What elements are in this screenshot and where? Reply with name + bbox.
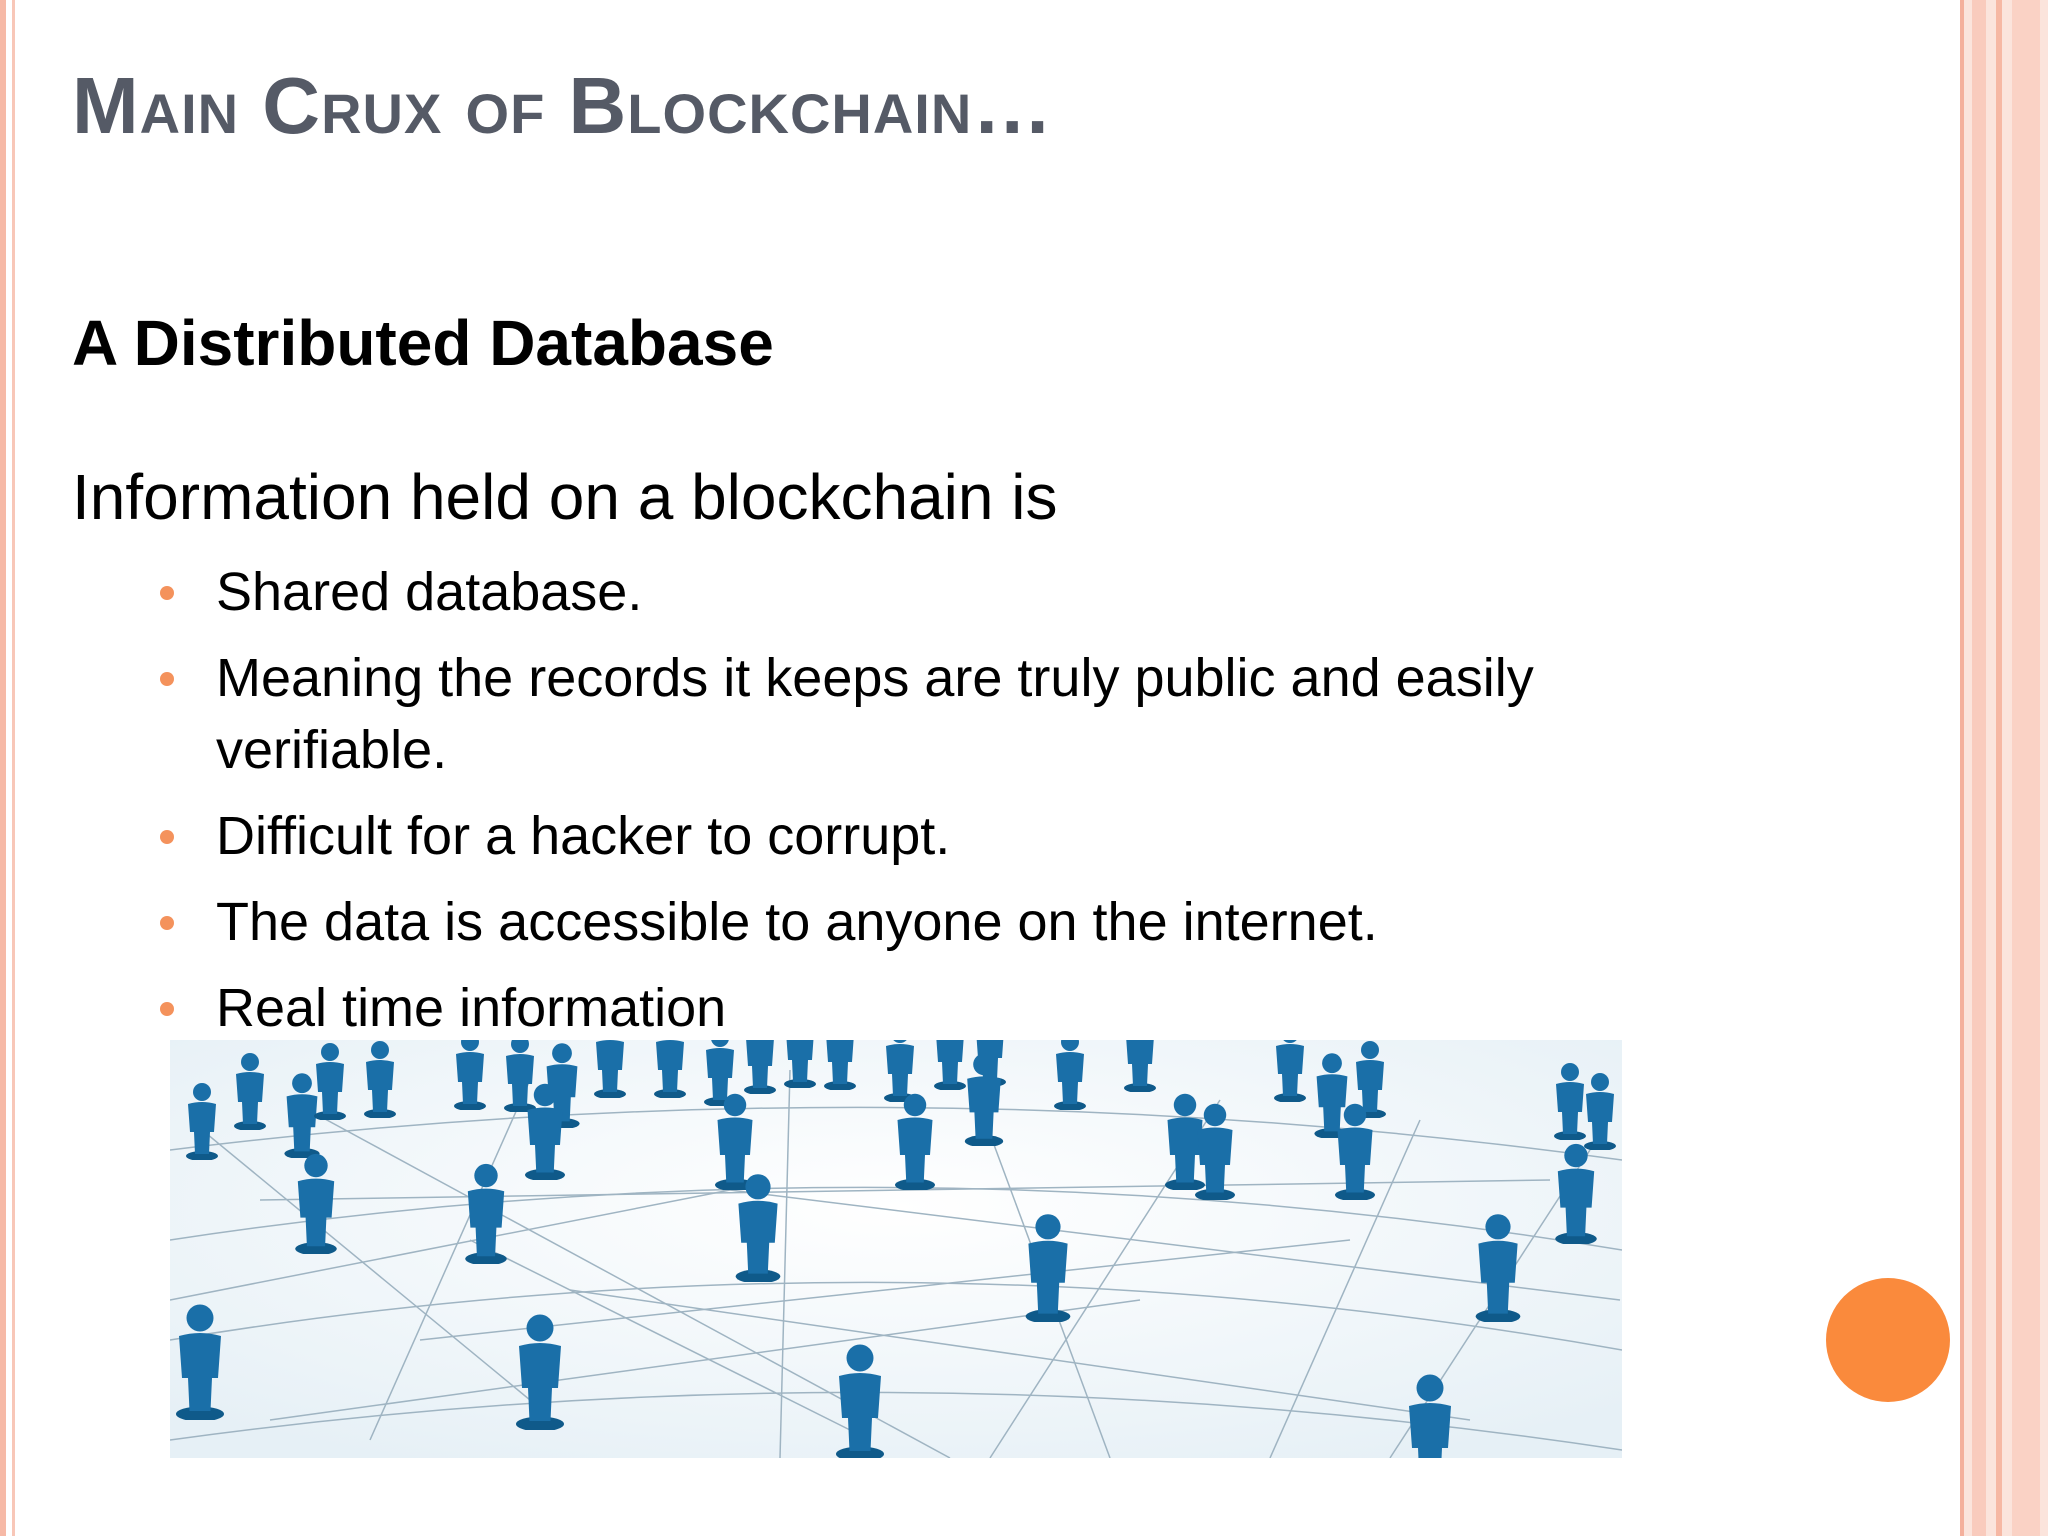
intro-text: Information held on a blockchain is bbox=[72, 461, 1058, 533]
bullet-text: The data is accessible to anyone on the … bbox=[216, 892, 1378, 952]
bullet-dot-icon bbox=[160, 916, 174, 930]
bullet-dot-icon bbox=[160, 830, 174, 844]
bullet-text: Meaning the records it keeps are truly p… bbox=[216, 648, 1534, 780]
right-border-stripe-2 bbox=[1972, 0, 1986, 1536]
bullet-item: The data is accessible to anyone on the … bbox=[160, 886, 1720, 958]
bullet-dot-icon bbox=[160, 1002, 174, 1016]
bullet-text: Shared database. bbox=[216, 562, 643, 622]
bullet-dot-icon bbox=[160, 586, 174, 600]
bullet-item: Real time information bbox=[160, 972, 1720, 1044]
people-network-illustration bbox=[170, 1040, 1622, 1458]
right-border-stripe-3 bbox=[1996, 0, 2002, 1536]
bullet-item: Meaning the records it keeps are truly p… bbox=[160, 642, 1720, 786]
left-border-stripe bbox=[0, 0, 6, 1536]
bullet-item: Shared database. bbox=[160, 556, 1720, 628]
accent-circle bbox=[1826, 1278, 1950, 1402]
right-border-stripe-1 bbox=[1960, 0, 1964, 1536]
bullet-list: Shared database. Meaning the records it … bbox=[160, 556, 1720, 1058]
bullet-text: Real time information bbox=[216, 978, 727, 1038]
left-border-stripe-inner bbox=[12, 0, 15, 1536]
bullet-item: Difficult for a hacker to corrupt. bbox=[160, 800, 1720, 872]
slide-title: Main Crux of Blockchain… bbox=[72, 61, 1054, 150]
bullet-dot-icon bbox=[160, 672, 174, 686]
slide-subtitle: A Distributed Database bbox=[72, 307, 774, 379]
right-border-stripe-4 bbox=[2012, 0, 2040, 1536]
bullet-text: Difficult for a hacker to corrupt. bbox=[216, 806, 951, 866]
